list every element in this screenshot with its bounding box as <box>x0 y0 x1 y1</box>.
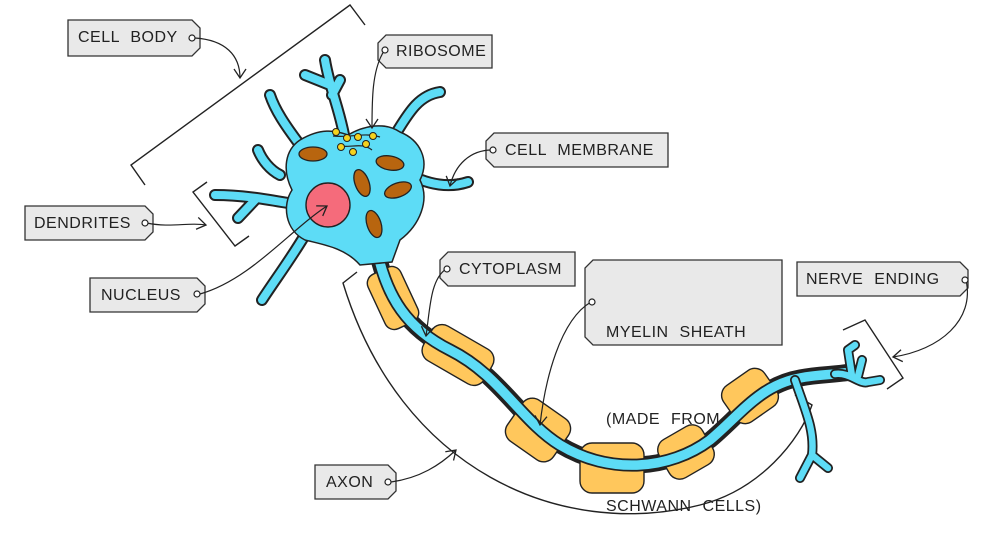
nerve-ending <box>790 340 885 483</box>
label-cell-body: CELL BODY <box>78 29 178 46</box>
label-nucleus: NUCLEUS <box>101 287 181 304</box>
cell-body-bracket <box>130 4 366 186</box>
label-dots <box>141 34 969 486</box>
label-myelin-sheath: MYELIN SHEATH (MADE FROM SCHWANN CELLS) <box>606 260 762 538</box>
label-cytoplasm: CYTOPLASM <box>459 261 562 278</box>
pointer-lines <box>146 37 968 483</box>
label-ribosome: RIBOSOME <box>396 43 487 60</box>
label-axon: AXON <box>326 474 374 491</box>
myelin-line-1: MYELIN SHEATH <box>606 324 747 341</box>
nucleus <box>305 182 351 228</box>
mitochondria <box>298 146 413 239</box>
ribosomes <box>332 128 381 156</box>
axon-bracket <box>342 271 813 515</box>
myelin-line-2: (MADE FROM <box>606 411 721 428</box>
label-nerve-ending: NERVE ENDING <box>806 271 940 288</box>
label-dendrites: DENDRITES <box>34 215 131 232</box>
label-boxes <box>24 19 969 500</box>
nerve-ending-bracket <box>842 319 904 390</box>
label-cell-membrane: CELL MEMBRANE <box>505 142 654 159</box>
myelin-line-3: SCHWANN CELLS) <box>606 498 762 515</box>
dendrites-bracket <box>191 181 250 247</box>
